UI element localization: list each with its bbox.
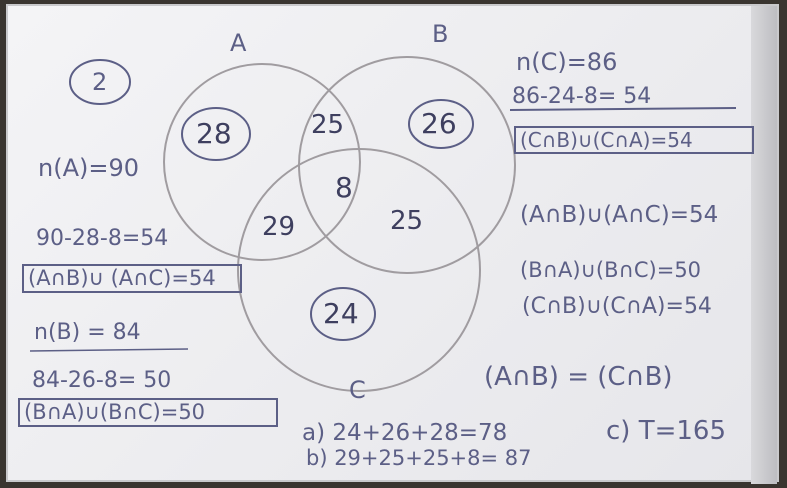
answer-a: a) 24+26+28=78 [302, 420, 508, 446]
region-ac-only: 29 [262, 212, 296, 242]
venn-diagram [29, 56, 737, 392]
note-restate-a: (A∩B)∪(A∩C)=54 [520, 202, 719, 228]
region-bc-only: 25 [390, 206, 424, 236]
problem-number: 2 [92, 68, 108, 96]
underline-n-b [29, 348, 189, 352]
note-result-c: (C∩B)∪(C∩A)=54 [514, 126, 754, 154]
set-label-c: C [349, 376, 366, 404]
ring-b-only [408, 99, 474, 149]
answer-b: b) 29+25+25+8= 87 [306, 446, 532, 470]
note-restate-c: (C∩B)∪(C∩A)=54 [522, 294, 712, 319]
set-label-b: B [432, 20, 449, 48]
board-frame-edge [751, 6, 777, 484]
note-calc-b: 84-26-8= 50 [32, 368, 172, 393]
whiteboard: 2 A B C 28 26 24 25 29 25 8 n(A)=90 90-2… [6, 4, 779, 484]
circle-c [237, 148, 481, 392]
region-abc: 8 [335, 171, 353, 204]
ring-c-only [310, 287, 376, 341]
note-n-b: n(B) = 84 [34, 320, 141, 345]
note-calc-a: 90-28-8=54 [36, 226, 169, 251]
region-a-only: 28 [196, 117, 232, 150]
region-b-only: 26 [421, 107, 457, 140]
circle-b [298, 56, 516, 274]
problem-number-ring [69, 59, 131, 105]
ring-a-only [181, 107, 251, 161]
underline-calc-c [509, 107, 737, 111]
answer-c: c) T=165 [606, 416, 726, 446]
note-n-a: n(A)=90 [38, 154, 140, 182]
note-restate-b: (B∩A)∪(B∩C)=50 [520, 258, 702, 282]
region-ab-only: 25 [311, 110, 345, 140]
note-result-b: (B∩A)∪(B∩C)=50 [18, 398, 278, 427]
note-result-a: (A∩B)∪ (A∩C)=54 [22, 264, 242, 293]
region-c-only: 24 [323, 297, 359, 330]
note-calc-c: 86-24-8= 54 [512, 84, 652, 109]
set-label-a: A [230, 29, 247, 57]
circle-a [163, 63, 361, 261]
note-n-c: n(C)=86 [516, 48, 618, 76]
note-equality: (A∩B) = (C∩B) [484, 362, 673, 392]
